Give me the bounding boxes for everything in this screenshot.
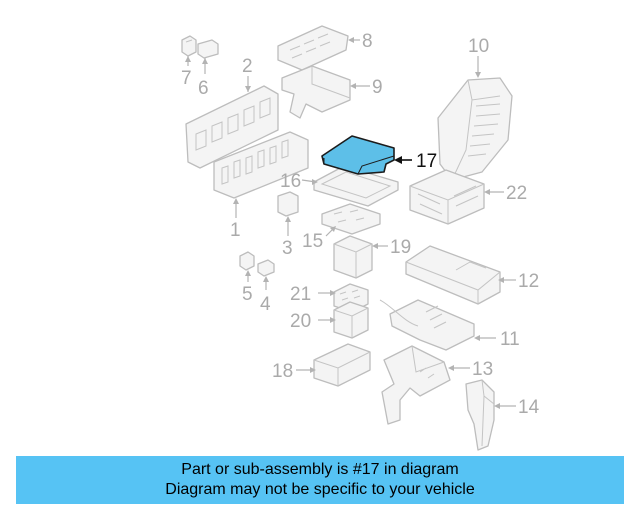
callout-14: 14 bbox=[518, 397, 540, 418]
part-4-clip bbox=[257, 259, 275, 277]
callout-6: 6 bbox=[198, 78, 209, 99]
part-19-relay bbox=[333, 235, 373, 279]
callout-8: 8 bbox=[362, 31, 373, 52]
callout-13: 13 bbox=[472, 359, 493, 380]
part-8-relay-block bbox=[277, 25, 349, 71]
part-22-fuse-box bbox=[409, 169, 485, 225]
part-14-trim bbox=[465, 379, 495, 451]
part-2-relay-panel bbox=[185, 85, 279, 169]
part-5-clip bbox=[239, 251, 255, 271]
part-7-clip bbox=[181, 35, 197, 57]
callout-labels: 7 6 2 8 9 10 17 16 22 1 15 3 19 12 21 5 … bbox=[181, 31, 540, 418]
part-20-relay bbox=[333, 301, 369, 339]
info-banner: Part or sub-assembly is #17 in diagram D… bbox=[16, 456, 624, 504]
part-1-fuse-block bbox=[213, 131, 309, 199]
callout-5: 5 bbox=[242, 284, 253, 305]
part-11-bracket bbox=[379, 299, 475, 351]
part-15-relay-holder bbox=[321, 203, 381, 235]
banner-line-2: Diagram may not be specific to your vehi… bbox=[165, 481, 475, 498]
part-18-box bbox=[313, 343, 371, 387]
callout-7: 7 bbox=[181, 68, 192, 89]
callout-18: 18 bbox=[272, 361, 293, 382]
part-9-bracket bbox=[281, 65, 351, 119]
callout-16: 16 bbox=[280, 171, 301, 192]
part-3-relay bbox=[277, 191, 299, 217]
part-12-module bbox=[405, 245, 501, 305]
arrowheads bbox=[185, 37, 504, 409]
callout-19: 19 bbox=[390, 237, 411, 258]
part-10-cover bbox=[437, 77, 513, 181]
callout-10: 10 bbox=[468, 36, 489, 57]
callout-12: 12 bbox=[518, 271, 539, 292]
callout-11: 11 bbox=[500, 329, 520, 350]
part-17-module bbox=[321, 135, 395, 175]
callout-3: 3 bbox=[282, 238, 293, 259]
callout-20: 20 bbox=[290, 311, 311, 332]
part-13-bracket bbox=[381, 345, 451, 425]
banner-line-1: Part or sub-assembly is #17 in diagram bbox=[181, 461, 459, 478]
callout-9: 9 bbox=[372, 77, 383, 98]
callout-2: 2 bbox=[242, 56, 253, 77]
part-6-clip bbox=[197, 39, 219, 59]
callout-1: 1 bbox=[230, 220, 241, 241]
callout-4: 4 bbox=[260, 294, 271, 315]
callout-21: 21 bbox=[290, 284, 311, 305]
callout-22: 22 bbox=[506, 183, 527, 204]
callout-15: 15 bbox=[302, 231, 323, 252]
callout-17: 17 bbox=[416, 151, 437, 172]
